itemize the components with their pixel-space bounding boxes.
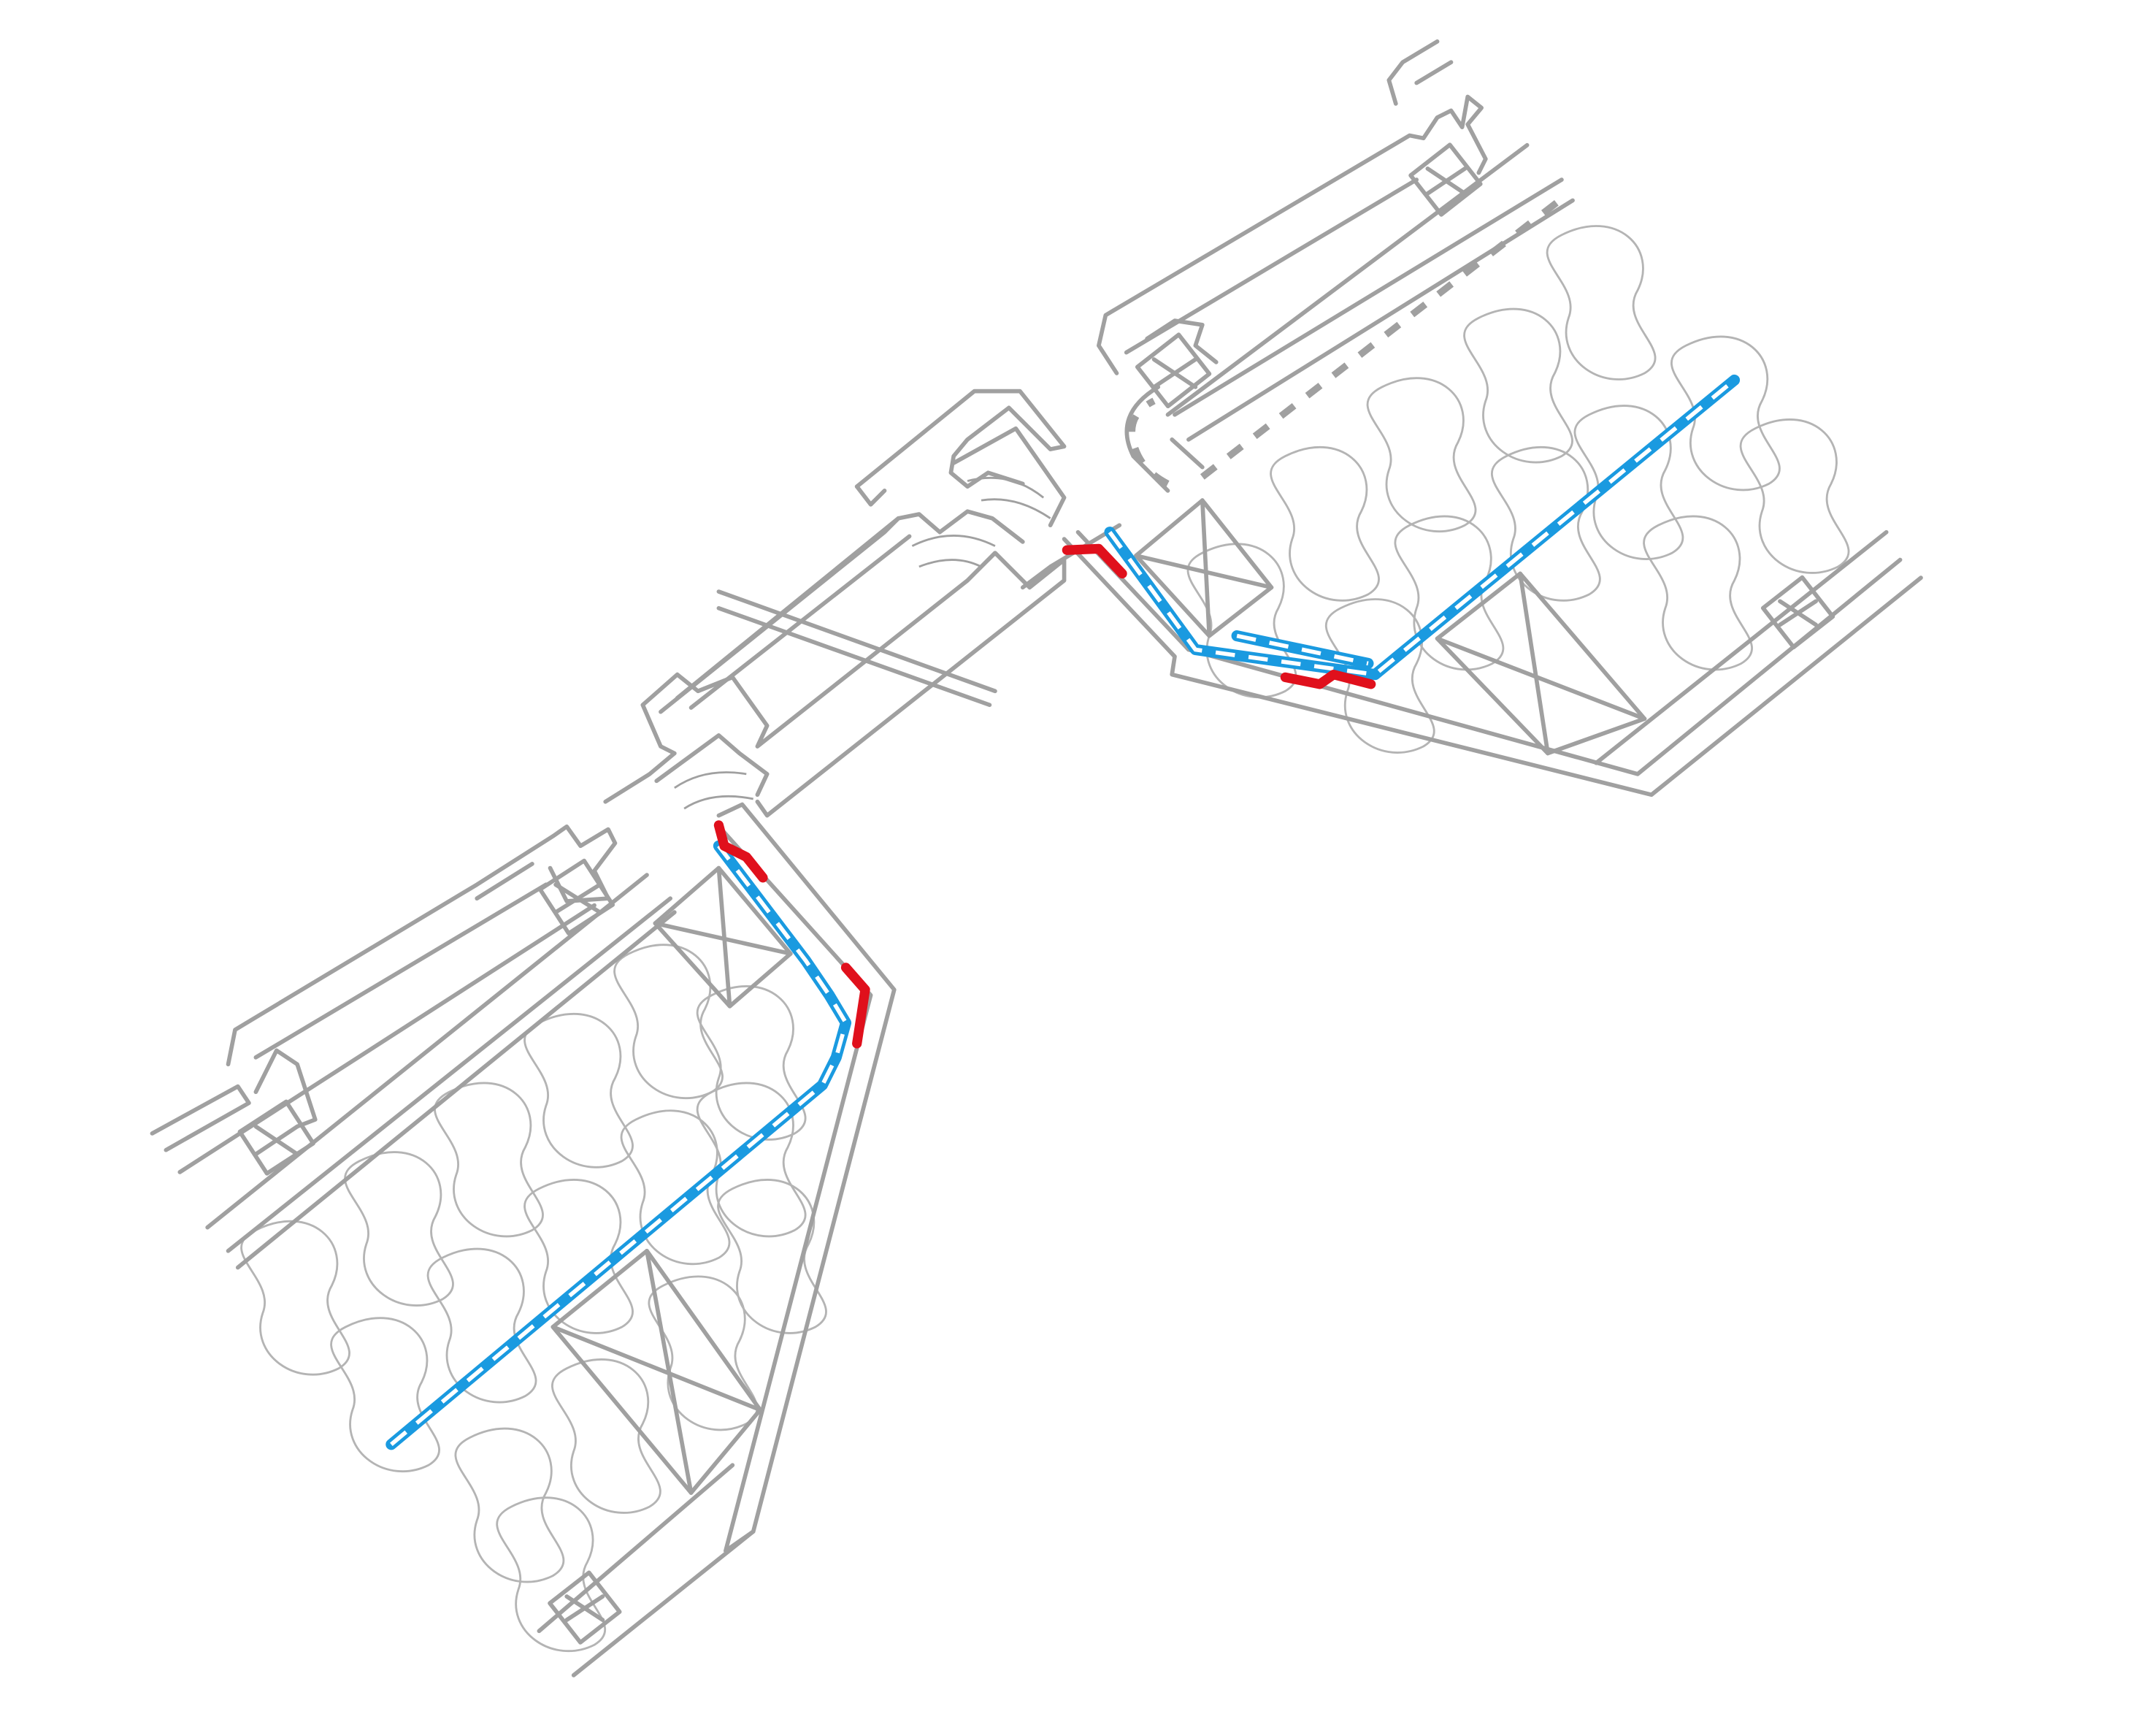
insulation-blob: [1394, 515, 1505, 671]
sash-profile: [675, 516, 901, 700]
batten-cross: [1425, 167, 1468, 196]
window-frame-curve: [951, 426, 1067, 528]
underlay-dashed: [1128, 191, 1571, 487]
batten: [548, 1570, 622, 1645]
sarking-board-line: [226, 896, 673, 1253]
rafter-bottom-line: [537, 1463, 735, 1634]
seal-tape: [713, 820, 768, 883]
batten: [1760, 575, 1835, 650]
insulation-blob: [1463, 307, 1573, 464]
tile-profile: [1145, 318, 1219, 364]
batten-cross: [1151, 357, 1198, 389]
frame-curves: [674, 476, 1051, 810]
sarking-board-line: [205, 873, 649, 1230]
insulation-blob: [717, 1179, 827, 1334]
insulation-blob: [620, 1109, 731, 1266]
batten-cross: [564, 1594, 605, 1622]
insulation-blob: [613, 944, 724, 1100]
seal-tape: [840, 963, 870, 1049]
sarking-board-line: [235, 910, 677, 1270]
insulation-blob: [1643, 515, 1753, 671]
membrane-overlap-dash: [1236, 633, 1369, 666]
flashing-collar: [1124, 177, 1575, 493]
ceiling-board-line: [1594, 529, 1889, 765]
membrane-lower-dash: [390, 844, 848, 1446]
insulation-blob: [1270, 446, 1380, 602]
window-cover: [854, 389, 1067, 489]
tile-profile: [1386, 39, 1440, 106]
tile-profile: [1097, 94, 1488, 375]
rafter-cross: [550, 1248, 763, 1495]
insulation-blob: [426, 1247, 537, 1404]
tile-line: [475, 862, 534, 901]
batten-cross: [1778, 599, 1819, 627]
window-inner-frame: [1020, 523, 1122, 590]
counter-batten-line: [1165, 142, 1530, 417]
insulation-blob: [1366, 377, 1477, 533]
rafter-cross: [1435, 571, 1647, 756]
insulation-blob: [1739, 418, 1850, 574]
seal-tape: [1062, 543, 1127, 579]
batten-cross: [253, 1124, 300, 1157]
insulation-blob: [1670, 335, 1781, 492]
insulation-blob: [240, 1220, 350, 1376]
glazing-line: [716, 589, 997, 694]
structure-lines: [150, 39, 1923, 1678]
insulation-blob: [344, 1151, 454, 1307]
insulation-blob: [523, 1013, 634, 1169]
glazing-line: [716, 605, 992, 708]
tile-line: [1124, 177, 1419, 355]
window-frame: [654, 733, 770, 798]
insulation-blob: [434, 1082, 544, 1238]
rafter-cross: [1134, 498, 1274, 638]
insulation-blob: [1490, 446, 1601, 602]
insulation-blob: [523, 1179, 634, 1334]
batten: [237, 1099, 315, 1176]
ceiling-board-line: [571, 1529, 756, 1678]
window-cover: [854, 484, 887, 507]
tile-line: [1414, 60, 1454, 85]
lining-board: [716, 802, 897, 1553]
sealing-tapes: [713, 543, 1376, 1049]
insulation-blob: [696, 985, 807, 1141]
batten: [1408, 142, 1483, 217]
tile-line: [253, 882, 548, 1060]
rafter-cross: [653, 865, 793, 1009]
insulation-layer: [240, 225, 1850, 1653]
tile-profile: [226, 824, 618, 1067]
vapour-membrane: [385, 374, 1741, 1450]
seal-tape: [1280, 669, 1376, 689]
batten-cross: [553, 882, 602, 914]
insulation-blob: [496, 1496, 606, 1653]
lining-board: [1075, 529, 1903, 776]
membrane-upper-dash: [1108, 378, 1736, 677]
tile-profile: [253, 1048, 318, 1129]
tile-batten-line: [150, 1084, 251, 1152]
insulation-blob: [330, 1317, 440, 1473]
insulation-blob: [454, 1427, 565, 1583]
insulation-blob: [1546, 225, 1657, 380]
insulation-blob: [551, 1358, 661, 1514]
lining-board: [1062, 537, 1923, 798]
window-frame-lower: [603, 551, 1067, 818]
